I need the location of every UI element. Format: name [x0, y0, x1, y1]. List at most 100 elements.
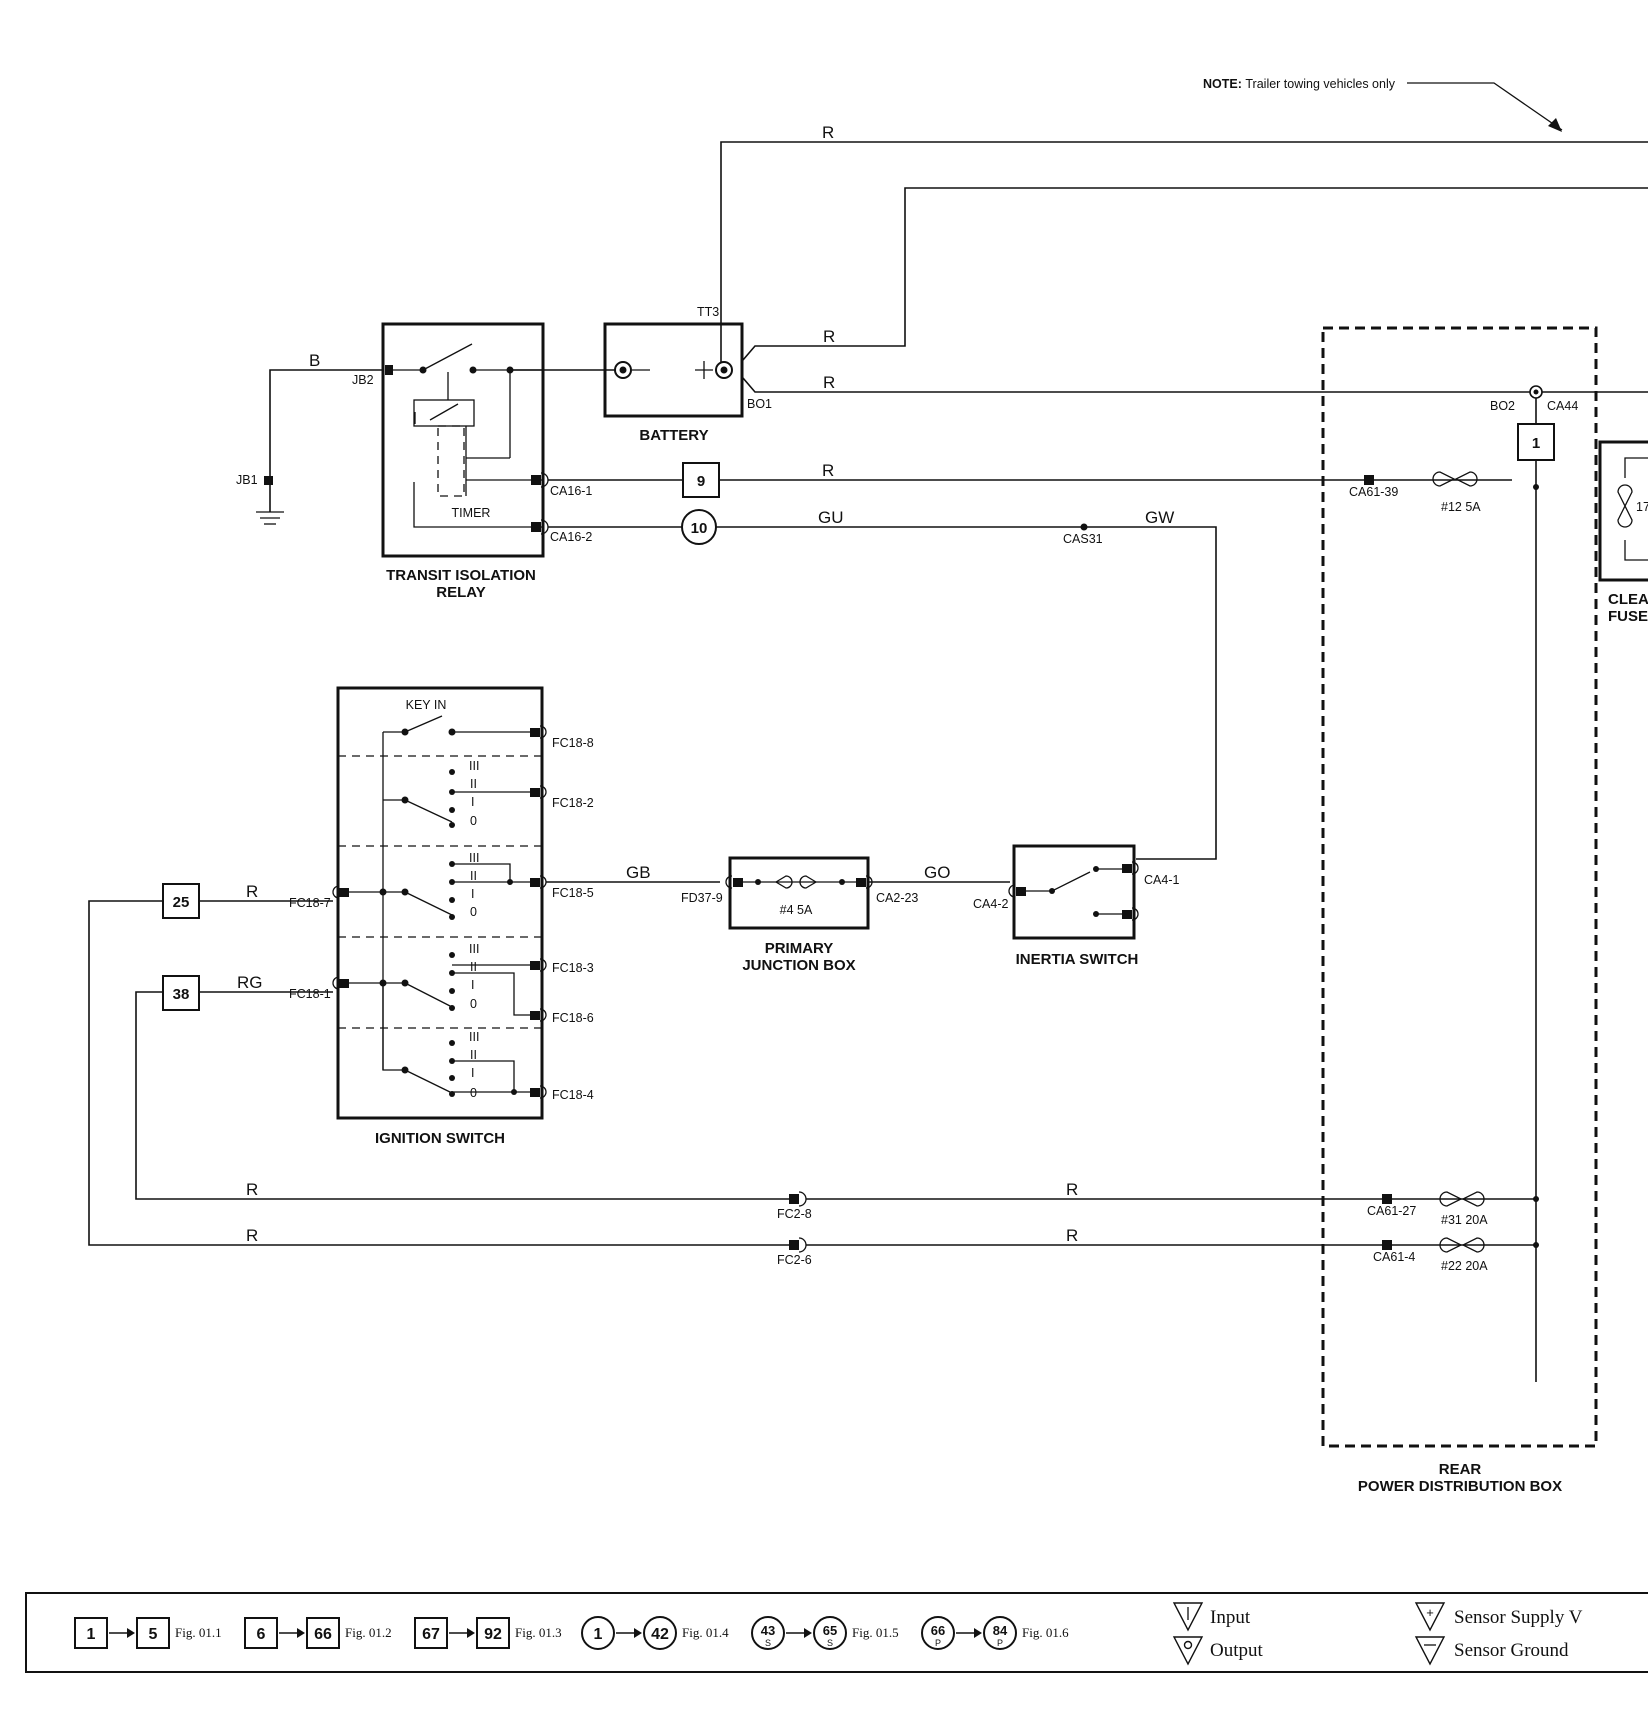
legend-output: Output	[1172, 1636, 1264, 1666]
svg-text:1: 1	[594, 1626, 603, 1643]
legend-item-3-to: 92	[476, 1617, 510, 1649]
wire-color-top-r2: R	[823, 327, 835, 346]
ignition-switch: KEY IN III II I 0 III II I	[289, 686, 594, 1147]
connector-bo1: BO1	[747, 397, 772, 411]
connector-cas31: CAS31	[1063, 532, 1103, 546]
svg-text:S: S	[827, 1638, 833, 1648]
svg-text:S: S	[765, 1638, 771, 1648]
legend-item-3: 67 92 Fig. 01.3	[414, 1617, 562, 1649]
connector-ca44: CA44	[1547, 399, 1578, 413]
connector-fc18-8: FC18-8	[552, 736, 594, 750]
connector-ca4-2: CA4-2	[973, 897, 1008, 911]
svg-text:II: II	[470, 869, 477, 883]
ref-10: 10	[691, 520, 708, 537]
svg-text:5: 5	[149, 1626, 158, 1643]
connector-bo2: BO2	[1490, 399, 1515, 413]
svg-text:66: 66	[314, 1626, 332, 1643]
svg-text:P: P	[997, 1638, 1003, 1648]
legend-item-4-to: 42	[643, 1616, 677, 1650]
svg-text:42: 42	[651, 1626, 669, 1643]
connector-fc18-6: FC18-6	[552, 1011, 594, 1025]
svg-text:II: II	[470, 1048, 477, 1062]
wire-color-gu: GU	[818, 508, 844, 527]
legend-output-label: Output	[1210, 1640, 1264, 1661]
ref-38: 38	[173, 986, 190, 1003]
legend-item-5-to: 65S	[813, 1616, 847, 1650]
legend-fig-label: Fig. 01.6	[1022, 1625, 1069, 1640]
wire-color-lower-r1-left: R	[246, 1180, 258, 1199]
ref-1: 1	[1532, 435, 1540, 452]
svg-text:6: 6	[257, 1626, 266, 1643]
legend-arrow	[786, 1628, 812, 1638]
legend-item-6-from: 66P	[921, 1616, 955, 1650]
clear-fuse-number: 17	[1636, 500, 1648, 514]
rear-pdb-label-2: POWER DISTRIBUTION BOX	[1358, 1478, 1562, 1495]
legend-input-label: Input	[1210, 1607, 1251, 1628]
legend-fig-label: Fig. 01.4	[682, 1625, 729, 1640]
svg-text:III: III	[469, 1030, 479, 1044]
svg-text:0: 0	[470, 1086, 477, 1100]
svg-text:II: II	[470, 777, 477, 791]
fuse-31: #31 20A	[1441, 1213, 1488, 1227]
svg-text:92: 92	[484, 1626, 502, 1643]
wire-color-top-r1: R	[822, 123, 834, 142]
legend-item-2-from: 6	[244, 1617, 278, 1649]
svg-text:67: 67	[422, 1626, 440, 1643]
svg-text:43: 43	[761, 1623, 775, 1638]
connector-ca16-2: CA16-2	[550, 530, 592, 544]
svg-text:III: III	[469, 759, 479, 773]
fuse-22: #22 20A	[1441, 1259, 1488, 1273]
fuse-12: #12 5A	[1441, 500, 1481, 514]
svg-text:I: I	[471, 795, 474, 809]
connector-jb2: JB2	[352, 373, 374, 387]
connector-ca61-39: CA61-39	[1349, 485, 1398, 499]
legend-item-2-to: 66	[306, 1617, 340, 1649]
legend-item-1-from: 1	[74, 1617, 108, 1649]
svg-text:+: +	[1426, 1605, 1434, 1620]
primary-jb-label-2: JUNCTION BOX	[742, 957, 855, 974]
legend-sensor-ground: Sensor Ground	[1414, 1636, 1569, 1666]
svg-text:P: P	[935, 1638, 941, 1648]
top-wires: R R R	[720, 123, 1648, 393]
legend-fig-label: Fig. 01.3	[515, 1625, 562, 1640]
svg-text:III: III	[469, 942, 479, 956]
connector-fc2-8: FC2-8	[777, 1207, 812, 1221]
inertia-switch: CA4-2 CA4-1 INERTIA SWITCH	[973, 844, 1179, 968]
svg-text:NOTE: Trailer towing vehicles: NOTE: Trailer towing vehicles only	[1203, 77, 1396, 91]
svg-text:0: 0	[470, 997, 477, 1011]
wire-color-fc18-7: R	[246, 882, 258, 901]
svg-text:65: 65	[823, 1623, 837, 1638]
legend-item-4: 1 42 Fig. 01.4	[581, 1616, 729, 1650]
wire-color-ca16-1: R	[822, 461, 834, 480]
wire-color-bo1: R	[823, 373, 835, 392]
legend-arrow	[616, 1628, 642, 1638]
rear-pdb-label-1: REAR	[1439, 1461, 1482, 1478]
legend-item-3-from: 67	[414, 1617, 448, 1649]
legend-sensor-supply: + Sensor Supply V	[1414, 1602, 1583, 1632]
timer-label: TIMER	[452, 506, 491, 520]
clear-fuse-partial: 17 CLEA FUSE	[1598, 440, 1648, 625]
fuse-4: #4 5A	[780, 903, 813, 917]
left-feeds: 25 R 38 RG R R FC2-8 FC2-6 R R	[88, 882, 1536, 1267]
connector-fc18-7: FC18-7	[289, 896, 331, 910]
svg-text:II: II	[470, 960, 477, 974]
connector-fc18-1: FC18-1	[289, 987, 331, 1001]
connector-fc18-5: FC18-5	[552, 886, 594, 900]
relay-label-2: RELAY	[436, 584, 485, 601]
legend-arrow	[109, 1628, 135, 1638]
legend-item-1-to: 5	[136, 1617, 170, 1649]
svg-text:1: 1	[87, 1626, 96, 1643]
rear-power-distribution-box: BO2 CA44 1 #12 5A CA61-27 #31 20A CA61-4…	[1321, 326, 1598, 1495]
legend-input: Input	[1172, 1602, 1251, 1632]
svg-text:I: I	[471, 1066, 474, 1080]
ref-9: 9	[697, 473, 705, 490]
svg-text:84: 84	[993, 1623, 1008, 1638]
key-in-label: KEY IN	[406, 698, 447, 712]
wire-color-go: GO	[924, 863, 950, 882]
connector-ca2-23: CA2-23	[876, 891, 918, 905]
